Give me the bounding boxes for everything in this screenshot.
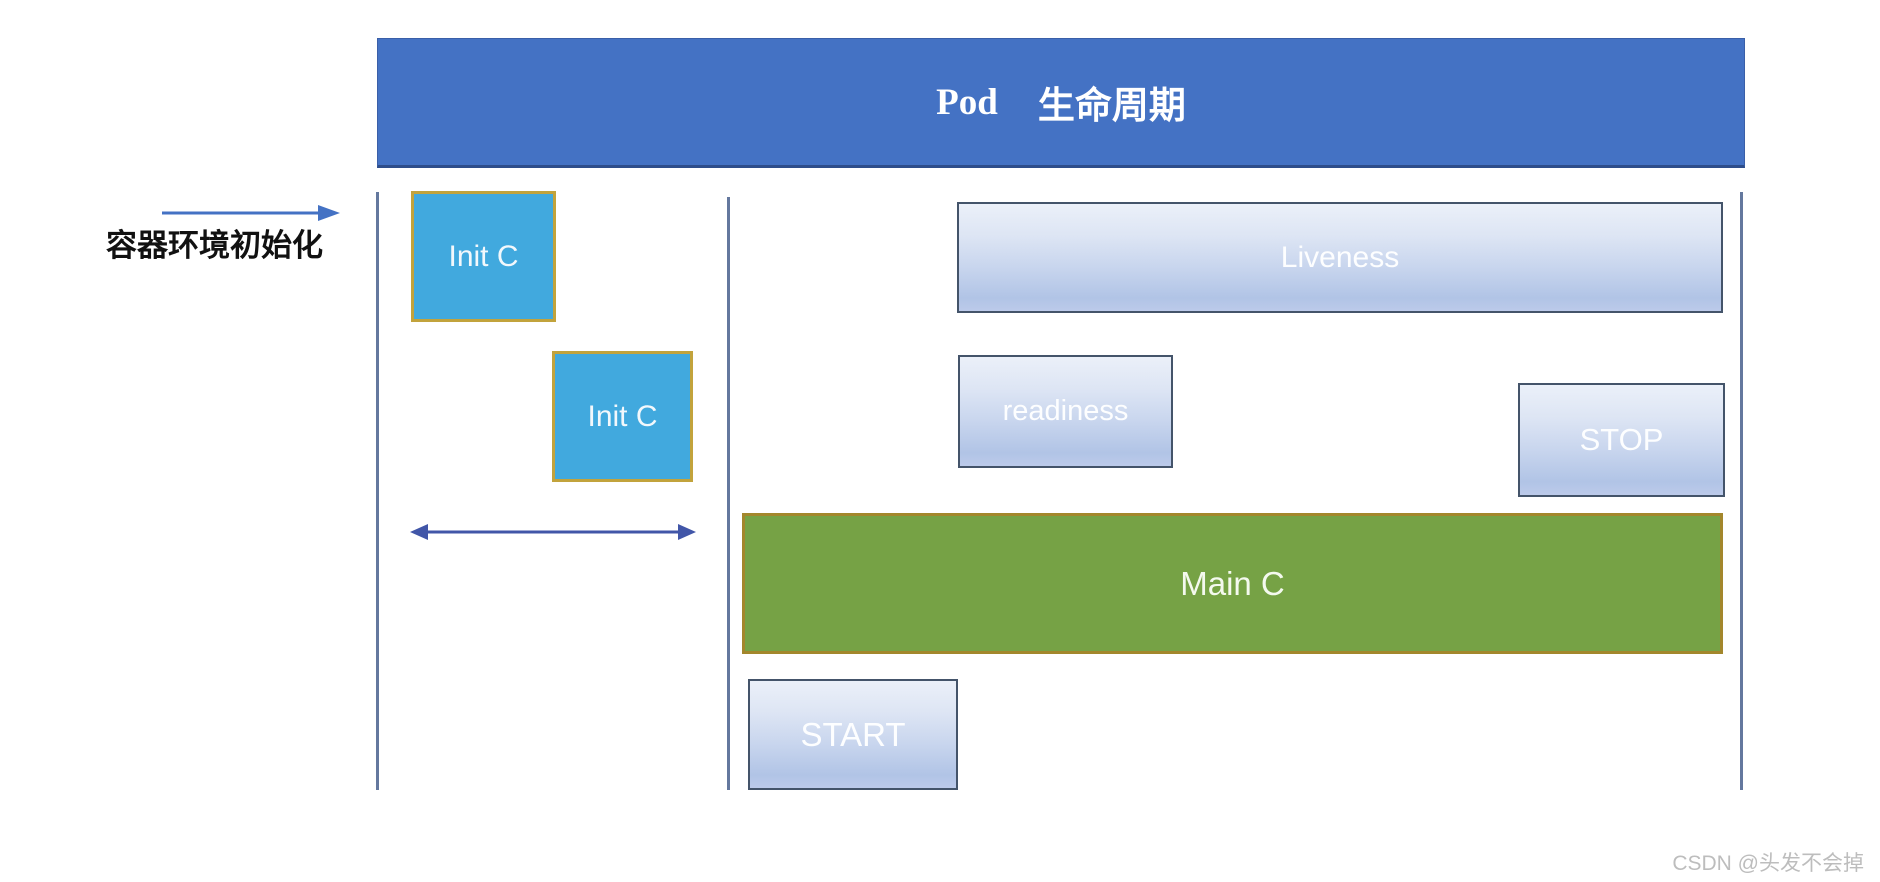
readiness-probe-box: readiness — [958, 355, 1173, 468]
stop-hook-box: STOP — [1518, 383, 1725, 497]
start-hook-box: START — [748, 679, 958, 790]
init-container-1-label: Init C — [448, 239, 519, 273]
timeline-line-middle — [727, 197, 730, 790]
stop-hook-label: STOP — [1579, 422, 1664, 457]
init-container-2-box: Init C — [552, 351, 693, 482]
main-container-box: Main C — [742, 513, 1723, 654]
title-zh: 生命周期 — [1037, 86, 1186, 127]
container-env-init-label: 容器环境初始化 — [106, 228, 323, 263]
liveness-probe-box: Liveness — [957, 202, 1723, 313]
main-container-label: Main C — [1180, 564, 1285, 602]
start-hook-label: START — [800, 715, 906, 753]
init-container-2-label: Init C — [587, 399, 658, 433]
watermark: CSDN @头发不会掉 — [1672, 852, 1864, 875]
title-en: Pod — [936, 81, 998, 123]
right-arrow-icon — [162, 205, 340, 221]
timeline-line-left — [376, 192, 379, 790]
double-headed-arrow-icon — [410, 524, 696, 540]
init-container-1-box: Init C — [411, 191, 556, 322]
liveness-probe-label: Liveness — [1280, 240, 1400, 274]
timeline-line-right — [1740, 192, 1743, 790]
diagram-title-bar: Pod 生命周期 — [377, 38, 1745, 168]
readiness-probe-label: readiness — [1002, 395, 1129, 427]
